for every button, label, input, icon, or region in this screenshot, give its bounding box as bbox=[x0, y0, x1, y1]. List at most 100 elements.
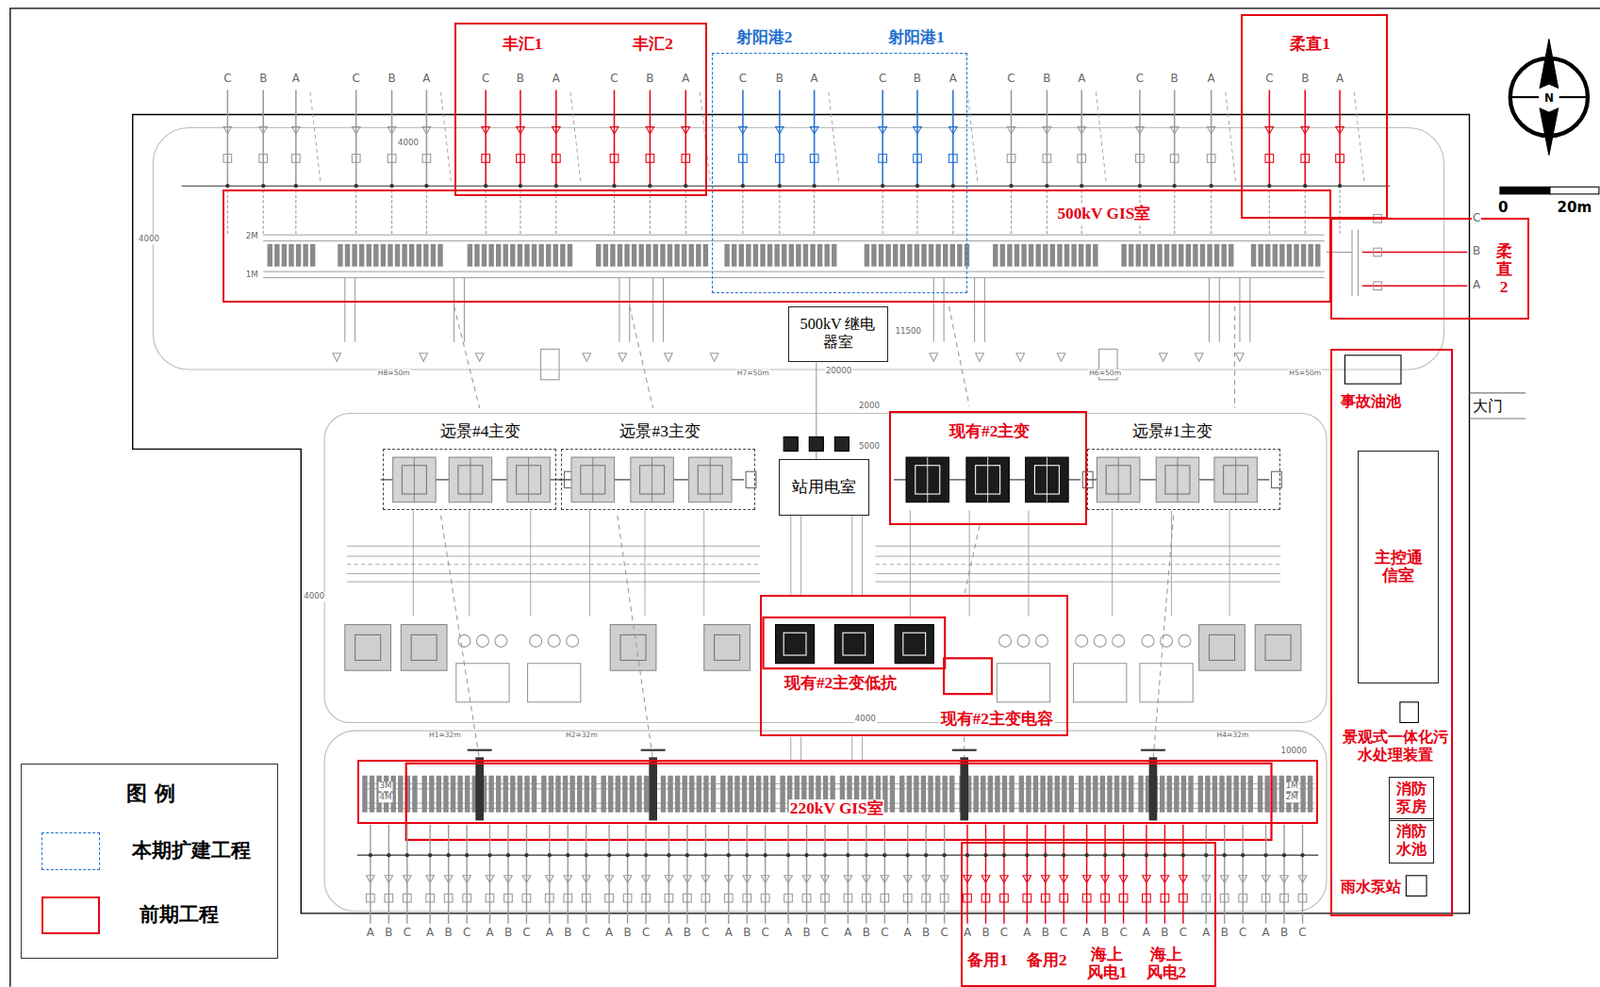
ct-symbol bbox=[981, 893, 990, 903]
gis-module bbox=[510, 775, 515, 813]
lv-bus bbox=[346, 545, 760, 547]
reactor-core bbox=[842, 632, 866, 656]
dimension-label: 2000 bbox=[857, 401, 881, 412]
gis-module bbox=[366, 244, 372, 267]
transformer-incomer bbox=[1149, 757, 1158, 821]
bus-node bbox=[524, 853, 528, 858]
ct-symbol bbox=[384, 893, 394, 903]
dimension-label: 5000 bbox=[857, 442, 881, 452]
reactor-unit bbox=[775, 625, 815, 664]
ct-symbol bbox=[422, 154, 431, 164]
gis-module bbox=[397, 775, 403, 813]
gis-module bbox=[1086, 244, 1091, 267]
arrester-symbol bbox=[1056, 353, 1066, 363]
gis-module bbox=[422, 775, 428, 813]
reactor-unit bbox=[834, 625, 874, 664]
reactor-unit bbox=[345, 625, 392, 672]
gis-module bbox=[555, 775, 561, 813]
arrester-symbol bbox=[544, 875, 554, 884]
arrester-symbol bbox=[1202, 875, 1211, 884]
reactor-unit bbox=[400, 625, 447, 672]
lv-bus bbox=[875, 545, 1282, 547]
gis-duct bbox=[463, 278, 465, 343]
lv-feeder bbox=[790, 737, 792, 761]
line-bay bbox=[686, 824, 688, 924]
gis-module bbox=[759, 244, 765, 267]
arrester-symbol bbox=[582, 353, 592, 363]
insulator-symbol bbox=[1140, 749, 1166, 752]
bus-node bbox=[1240, 853, 1245, 858]
arrester-symbol bbox=[351, 126, 361, 134]
node-label: 柔直2 bbox=[1494, 242, 1513, 297]
gis-module bbox=[362, 775, 367, 813]
bus-node bbox=[923, 853, 928, 858]
transformer-unit bbox=[906, 457, 949, 503]
ct-symbol bbox=[949, 154, 958, 164]
gis-module bbox=[603, 244, 609, 267]
gis-module bbox=[577, 775, 582, 813]
reactor-unit bbox=[1254, 625, 1302, 672]
gis-module bbox=[988, 775, 993, 813]
road-outline bbox=[324, 413, 1327, 724]
transformer-detail bbox=[1176, 457, 1178, 503]
lv-bus bbox=[875, 563, 1282, 565]
line-bay bbox=[447, 824, 449, 924]
line-bay bbox=[824, 824, 825, 924]
phase-label: A bbox=[1082, 927, 1092, 941]
ct-symbol bbox=[581, 893, 591, 903]
gis-module bbox=[1173, 775, 1179, 813]
ct-symbol bbox=[223, 154, 232, 164]
reactor-core bbox=[355, 634, 381, 660]
ground-line bbox=[828, 92, 840, 182]
node-label: 500kV 继电器室 bbox=[795, 316, 880, 352]
line-bay bbox=[952, 89, 955, 186]
arrester-symbol bbox=[1000, 875, 1009, 884]
gis-module bbox=[401, 244, 407, 267]
gis-module bbox=[921, 775, 926, 813]
gis-module bbox=[1206, 244, 1212, 267]
arrester-symbol bbox=[880, 875, 890, 884]
gis-module bbox=[1055, 775, 1060, 813]
phase-label: C bbox=[1058, 927, 1069, 941]
ct-symbol bbox=[760, 893, 770, 903]
transformer-bay: 远景#1主变 bbox=[1087, 448, 1282, 511]
lv-bus bbox=[875, 573, 1282, 575]
ct-symbol bbox=[1373, 281, 1383, 291]
node-label: 站用电室 bbox=[791, 478, 858, 497]
gis-module bbox=[437, 244, 443, 267]
node-label: 景观式一体化污水处理装置 bbox=[1341, 728, 1452, 764]
gis-module bbox=[724, 244, 729, 267]
phase-label: A bbox=[604, 927, 614, 941]
bus-node bbox=[685, 853, 690, 858]
gis-module bbox=[428, 775, 434, 813]
gis-module bbox=[1264, 775, 1270, 813]
gis-module bbox=[1220, 244, 1226, 267]
bus-node bbox=[1337, 183, 1342, 188]
sewage-unit bbox=[1400, 702, 1419, 724]
bus-node bbox=[1084, 853, 1089, 858]
phase-label: C bbox=[1471, 212, 1482, 225]
gis-module bbox=[795, 244, 801, 267]
bus-node bbox=[464, 853, 469, 858]
phase-label: C bbox=[1237, 927, 1248, 941]
ct-symbol bbox=[1265, 154, 1274, 164]
dimension-label: 4000 bbox=[854, 714, 877, 725]
arrester-symbol bbox=[1298, 875, 1307, 884]
phase-label: B bbox=[1471, 246, 1482, 259]
phase-label: A bbox=[544, 927, 555, 941]
ct-symbol bbox=[1022, 893, 1032, 903]
line-bay bbox=[406, 824, 408, 924]
capacitor-bank bbox=[1073, 663, 1127, 703]
line-bay bbox=[1046, 89, 1049, 186]
ct-symbol bbox=[1206, 154, 1216, 164]
gis-module bbox=[622, 775, 627, 813]
transformer-detail bbox=[469, 457, 471, 503]
ct-symbol bbox=[1136, 154, 1145, 164]
gis-module bbox=[412, 775, 417, 813]
transformer-unit bbox=[448, 457, 492, 503]
phase-label: B bbox=[503, 927, 513, 941]
line-bay bbox=[1026, 824, 1028, 924]
arrester-symbol bbox=[504, 875, 513, 884]
line-bay bbox=[1104, 824, 1106, 924]
reactor-core bbox=[783, 632, 807, 656]
